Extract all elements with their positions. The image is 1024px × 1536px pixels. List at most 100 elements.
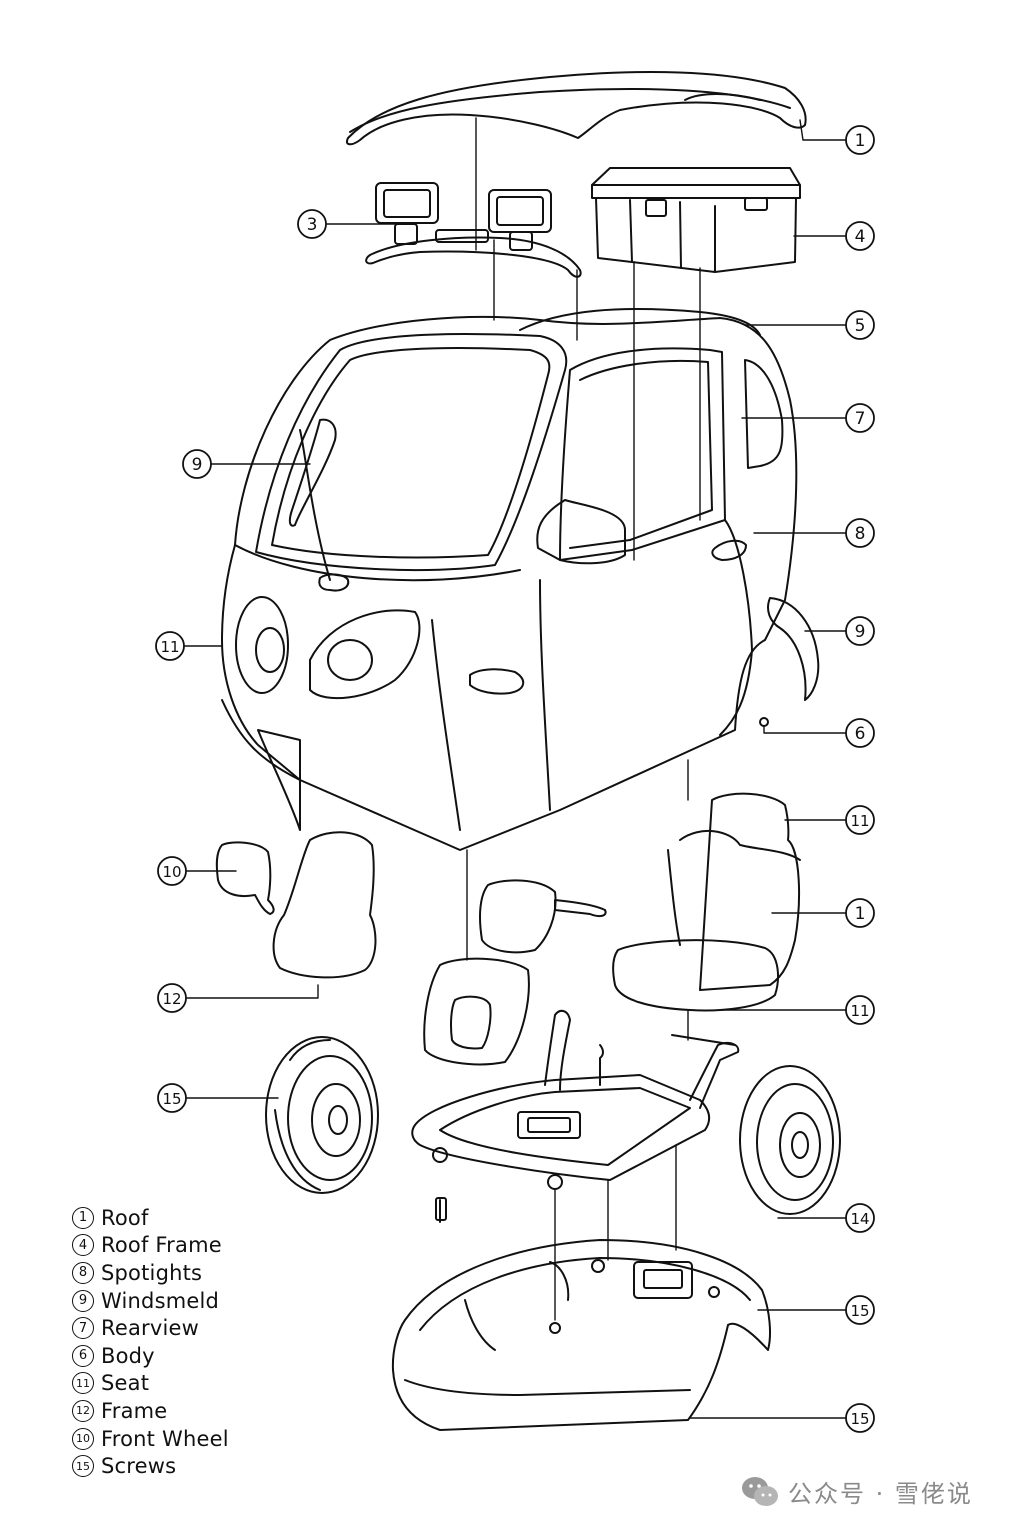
legend-label: Screws	[101, 1454, 177, 1479]
callout-number: 8	[855, 524, 866, 544]
legend-label: Body	[101, 1343, 155, 1368]
legend-label: Windsmeld	[101, 1288, 220, 1313]
lower-tub-part	[391, 1239, 771, 1431]
callout-c8: 8	[845, 518, 875, 548]
callout-c11b: 11	[845, 805, 875, 835]
callout-number: 9	[855, 622, 866, 642]
callout-number: 15	[850, 1302, 869, 1320]
legend-number: 9	[72, 1289, 94, 1312]
callout-number: 5	[855, 316, 866, 336]
callout-c7: 7	[845, 403, 875, 433]
callout-circle	[845, 310, 875, 340]
legend-item: 12 Frame	[72, 1397, 229, 1425]
callout-circle	[845, 1403, 875, 1433]
legend-label: Spotights	[101, 1260, 203, 1285]
legend-number: 4	[72, 1234, 94, 1257]
spotlights-part	[365, 182, 582, 278]
callout-number: 1	[855, 904, 866, 924]
callout-c4: 4	[845, 221, 875, 251]
legend-number: 1	[72, 1206, 94, 1229]
legend-number: 11	[72, 1372, 94, 1395]
wechat-icon	[742, 1476, 778, 1506]
legend-number: 6	[72, 1344, 94, 1367]
callout-c3: 3	[297, 209, 327, 239]
callout-number: 3	[307, 215, 318, 235]
callout-circle	[297, 209, 327, 239]
callout-circle	[845, 518, 875, 548]
callout-c14: 14	[845, 1203, 875, 1233]
legend-number: 8	[72, 1261, 94, 1284]
legend-label: Roof	[101, 1205, 149, 1230]
legend-item: 6 Body	[72, 1342, 229, 1370]
callout-number: 11	[160, 638, 179, 656]
seat-pad-part	[423, 957, 530, 1066]
callout-number: 6	[855, 724, 866, 744]
callout-circle	[845, 221, 875, 251]
callout-circle	[845, 898, 875, 928]
callout-number: 15	[162, 1090, 181, 1108]
callout-c1b: 1	[845, 898, 875, 928]
legend-number: 15	[72, 1455, 94, 1478]
callout-c11c: 11	[845, 995, 875, 1025]
callout-number: 12	[162, 990, 181, 1008]
callout-number: 7	[855, 409, 866, 429]
legend-item: 8 Spotights	[72, 1259, 229, 1287]
callout-c15b: 15	[845, 1295, 875, 1325]
roof-frame-part	[591, 167, 801, 273]
callout-c15c: 15	[845, 1403, 875, 1433]
callout-c9b: 9	[845, 616, 875, 646]
legend-item: 1 Roof	[72, 1204, 229, 1232]
callout-number: 11	[850, 812, 869, 830]
callout-circle	[157, 1083, 187, 1113]
legend-number: 7	[72, 1317, 94, 1340]
callout-circle	[845, 1203, 875, 1233]
legend-label: Frame	[101, 1398, 168, 1423]
legend-label: Seat	[101, 1371, 150, 1396]
mirror-part	[215, 841, 275, 915]
watermark-text: 公众号 · 雪佬说	[788, 1480, 973, 1508]
callout-circle	[182, 449, 212, 479]
callout-c11a: 11	[155, 631, 185, 661]
callout-c9a: 9	[182, 449, 212, 479]
legend-item: 7 Rearview	[72, 1314, 229, 1342]
legend-number: 12	[72, 1399, 94, 1422]
legend-item: 15 Screws	[72, 1452, 229, 1480]
legend-label: Roof Frame	[101, 1233, 222, 1258]
callout-number: 9	[192, 455, 203, 475]
callout-c10: 10	[157, 856, 187, 886]
seat-part	[612, 792, 801, 1012]
body-part	[221, 308, 820, 851]
watermark: 公众号 · 雪佬说	[740, 1474, 973, 1509]
legend-item: 4 Roof Frame	[72, 1232, 229, 1260]
leader-lines	[184, 117, 847, 1419]
callout-number: 1	[855, 131, 866, 151]
callout-circle	[845, 125, 875, 155]
callout-circle	[845, 616, 875, 646]
callout-c1: 1	[845, 125, 875, 155]
chassis-frame-part	[411, 1009, 740, 1223]
rear-wheel-right-part	[739, 1065, 841, 1215]
callout-c15a: 15	[157, 1083, 187, 1113]
legend-label: Front Wheel	[101, 1426, 229, 1451]
headrest-part	[479, 879, 607, 954]
front-wheel-left-part	[265, 1036, 379, 1194]
callout-circle	[155, 631, 185, 661]
legend-item: 9 Windsmeld	[72, 1287, 229, 1315]
callout-circle	[845, 718, 875, 748]
callout-c6: 6	[845, 718, 875, 748]
callout-circle	[845, 403, 875, 433]
callout-number: 11	[850, 1002, 869, 1020]
callout-circle	[845, 1295, 875, 1325]
callout-number: 14	[850, 1210, 869, 1228]
callout-circle	[157, 983, 187, 1013]
callout-number: 4	[855, 227, 866, 247]
callout-c12: 12	[157, 983, 187, 1013]
callout-circle	[157, 856, 187, 886]
callout-number: 15	[850, 1410, 869, 1428]
callout-number: 10	[162, 863, 181, 881]
callout-circle	[845, 995, 875, 1025]
legend-label: Rearview	[101, 1316, 200, 1341]
